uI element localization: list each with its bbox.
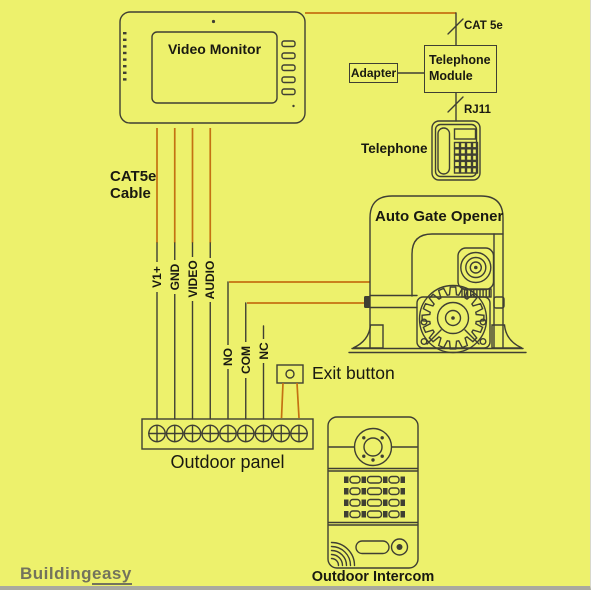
video-monitor-label: Video Monitor xyxy=(167,41,262,57)
cat5e-cable-label: CAT5e Cable xyxy=(110,168,156,202)
auto-gate-opener-label: Auto Gate Opener xyxy=(375,208,504,225)
outdoor-intercom-label: Outdoor Intercom xyxy=(311,569,435,585)
wire-label-gnd: GND xyxy=(167,260,182,294)
outdoor-panel-label: Outdoor panel xyxy=(170,452,285,472)
cat5e-cable-line2: Cable xyxy=(110,185,151,202)
wire-label-video: VIDEO xyxy=(185,257,200,301)
watermark: Buildingeasy xyxy=(20,564,132,585)
watermark-main: Building xyxy=(20,564,92,583)
diagram-background xyxy=(0,0,591,590)
wire-label-com: COM xyxy=(238,342,253,378)
wire-label-nc: NC xyxy=(256,339,271,363)
exit-button-label: Exit button xyxy=(312,363,395,383)
wire-label-audio: AUDIO xyxy=(203,258,218,302)
rj11-label: RJ11 xyxy=(464,104,491,116)
watermark-accent: easy xyxy=(91,564,132,585)
wire-label-v1: V1+ xyxy=(150,262,164,292)
telephone-label: Telephone xyxy=(361,141,428,156)
wire-label-no: NO xyxy=(221,345,235,369)
cat5e-cable-line1: CAT5e xyxy=(110,168,157,185)
cat5e-link-label: CAT 5e xyxy=(464,20,503,32)
telephone-module-box: Telephone Module xyxy=(424,45,497,93)
adapter-box: Adapter xyxy=(349,63,398,83)
